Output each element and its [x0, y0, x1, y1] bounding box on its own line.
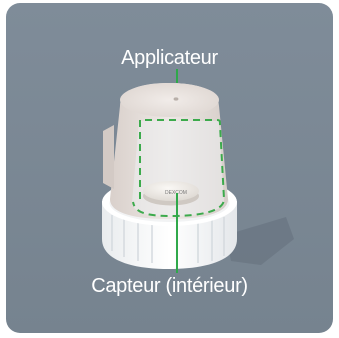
applicator-diagram-card: DEXCOM Applicateur Capteur (intérieur) [6, 3, 333, 333]
sensor-puck [143, 181, 199, 201]
sensor-label: Capteur (intérieur) [91, 275, 248, 297]
ring-grooves [111, 215, 225, 263]
applicator-outline [132, 119, 226, 218]
applicator-top [120, 83, 219, 117]
grip-tab [103, 125, 114, 189]
top-button [173, 97, 179, 101]
shadow [226, 217, 294, 265]
applicator-label: Applicateur [121, 47, 218, 69]
applicator-illustration: DEXCOM [6, 3, 333, 333]
